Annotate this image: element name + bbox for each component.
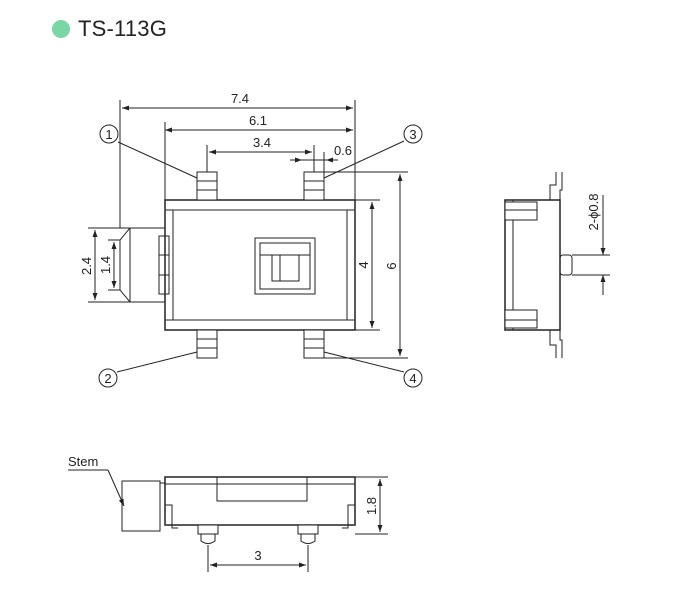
stem-top [119,227,170,303]
actuator-window [254,237,316,295]
switch-body [164,199,356,331]
dim-stem-height-outer: 2.4 [79,257,94,275]
stem-label: Stem [68,454,98,469]
top-view: 7.4 6.1 3.4 0.6 4 6 2.4 1 [79,91,423,388]
status-dot-icon [52,20,70,38]
svg-text:1: 1 [105,127,112,142]
pin-2-pad [196,329,218,359]
callout-pin-4: 4 [323,351,423,388]
page-title: TS-113G [52,16,167,42]
front-view: Stem 1.8 3 [68,454,388,572]
dim-overall-height: 6 [384,262,399,269]
dim-pin-width: 0.6 [334,143,352,158]
stem-front [121,480,161,532]
callout-pin-1: 1 [99,124,198,179]
callout-pin-3: 3 [323,124,423,179]
dim-stem-height-inner: 1.4 [98,256,113,274]
pin-3-pad [303,171,325,201]
pin-1-pad [196,171,218,201]
callout-pin-2: 2 [98,351,198,388]
dim-front-height: 1.8 [364,497,379,515]
svg-text:4: 4 [409,371,416,386]
mounting-post [559,254,573,276]
dim-hole: 2-ϕ0.8 [586,194,601,231]
svg-text:3: 3 [409,127,416,142]
dim-inner-span: 3.4 [253,135,271,150]
dim-overall-width: 7.4 [231,91,249,106]
dim-pin-pitch: 3 [254,548,261,563]
side-view: 2-ϕ0.8 [504,172,610,358]
svg-text:2: 2 [104,371,111,386]
dim-body-height: 4 [356,261,371,268]
dim-pin-span: 6.1 [249,113,267,128]
model-name: TS-113G [78,16,168,41]
pin-4-pad [303,329,325,359]
